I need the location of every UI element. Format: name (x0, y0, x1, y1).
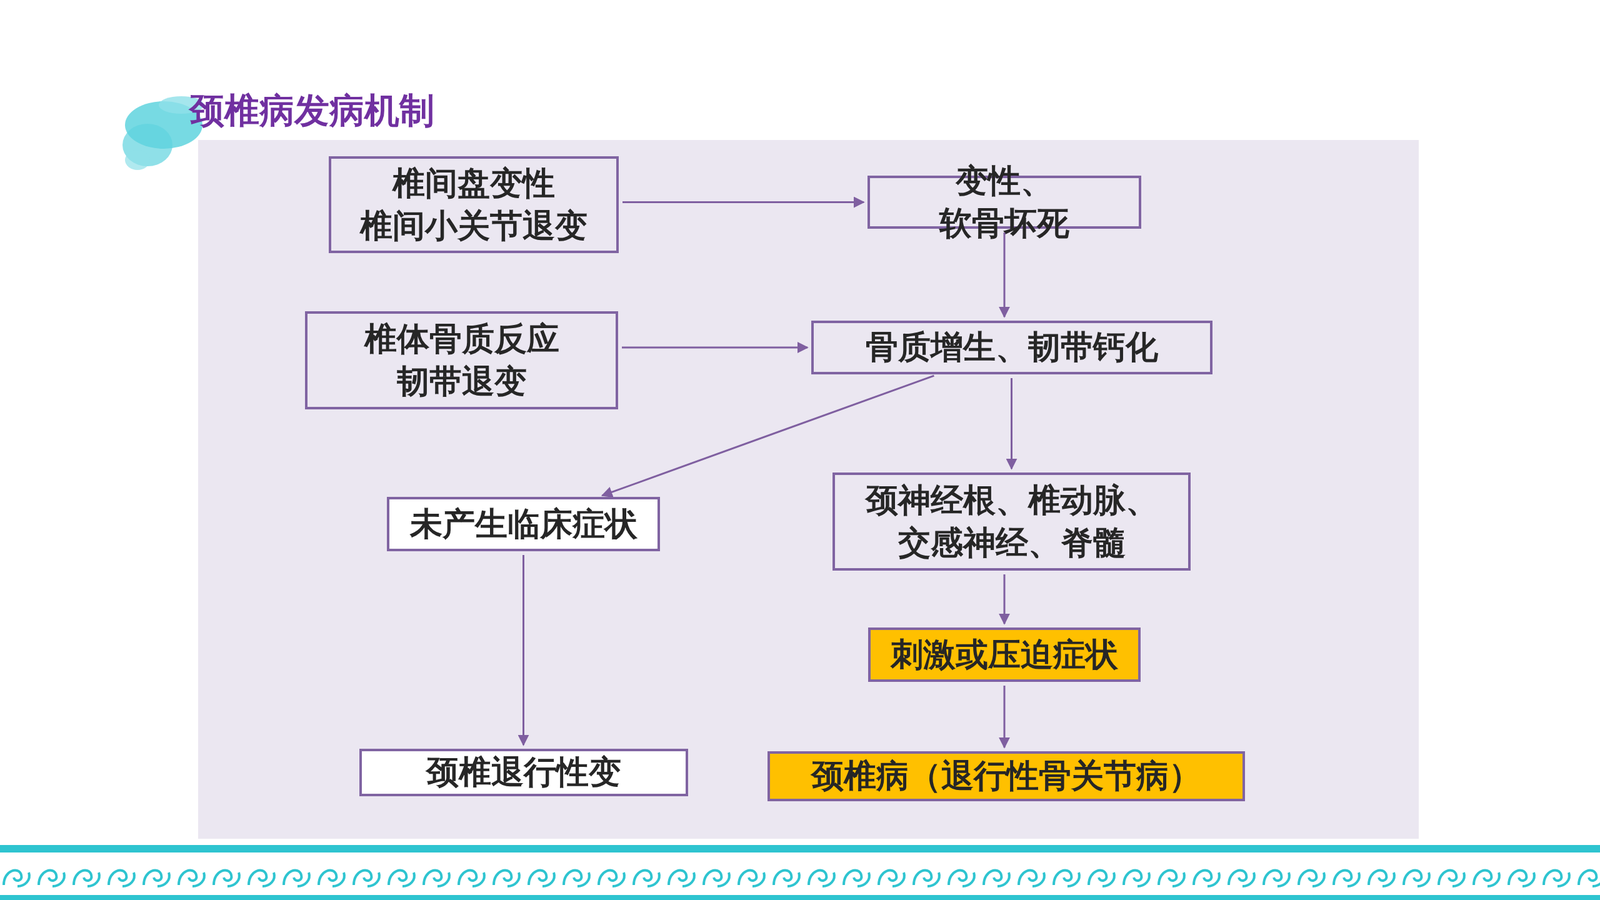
highlight-box: 颈椎病（退行性骨关节病） (767, 751, 1245, 802)
box-label: 颈神经根、椎动脉、 交感神经、脊髓 (857, 479, 1166, 564)
box-label: 椎间盘变性 椎间小关节退变 (353, 162, 594, 247)
box-label: 刺激或压迫症状 (890, 633, 1119, 677)
flow-arrow (621, 346, 808, 349)
process-box: 变性、软骨坏死 (867, 175, 1142, 229)
process-box: 颈椎退行性变 (359, 748, 689, 797)
process-box: 椎体骨质反应 韧带退变 (305, 311, 619, 410)
bottom-border (0, 845, 1600, 900)
flow-arrow (1010, 378, 1013, 469)
box-label: 颈椎病（退行性骨关节病） (811, 755, 1202, 798)
highlight-box: 刺激或压迫症状 (868, 627, 1141, 682)
box-label: 颈椎退行性变 (426, 751, 622, 794)
process-box: 颈神经根、椎动脉、 交感神经、脊髓 (832, 472, 1191, 571)
flow-arrow (1003, 685, 1006, 748)
box-label: 未产生临床症状 (410, 503, 638, 546)
process-box: 骨质增生、韧带钙化 (811, 320, 1213, 375)
flow-arrow (522, 555, 525, 745)
flow-arrow (601, 375, 934, 496)
diagram-title: 颈椎病发病机制 (189, 87, 435, 135)
flow-arrow (1003, 574, 1006, 624)
flow-arrow (1003, 232, 1006, 317)
process-box: 椎间盘变性 椎间小关节退变 (328, 156, 619, 254)
box-label: 骨质增生、韧带钙化 (865, 326, 1159, 369)
flow-arrow (622, 201, 864, 204)
box-label: 变性、软骨坏死 (892, 160, 1117, 245)
box-label: 椎体骨质反应 韧带退变 (330, 318, 594, 403)
process-box: 未产生临床症状 (386, 496, 660, 552)
